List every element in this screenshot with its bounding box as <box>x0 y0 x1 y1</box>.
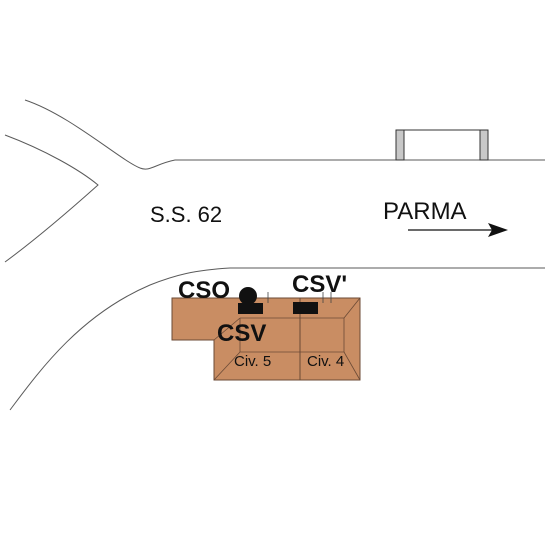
bridge-structure <box>395 129 489 161</box>
buildings <box>171 297 361 381</box>
cso-label: CSO <box>178 277 230 304</box>
roof-lines <box>213 297 361 381</box>
csv-prime-label: CSV' <box>292 271 347 298</box>
road-edge-upper <box>139 159 545 170</box>
civ4-label: Civ. 4 <box>307 353 344 370</box>
csv-marker-icon <box>238 303 263 314</box>
road-edge-ticks <box>267 292 332 303</box>
road-edge-upper-left <box>24 99 141 169</box>
direction-arrow-icon <box>408 223 508 237</box>
cso-marker-icon <box>239 287 257 305</box>
direction-label: PARMA <box>383 198 467 225</box>
csv-label: CSV <box>217 320 266 347</box>
road-edge-lower <box>9 267 545 411</box>
road-name-label: S.S. 62 <box>150 202 222 227</box>
road-edge-left-inner <box>4 134 99 263</box>
civ5-label: Civ. 5 <box>234 353 271 370</box>
csv-prime-marker-icon <box>293 302 318 314</box>
